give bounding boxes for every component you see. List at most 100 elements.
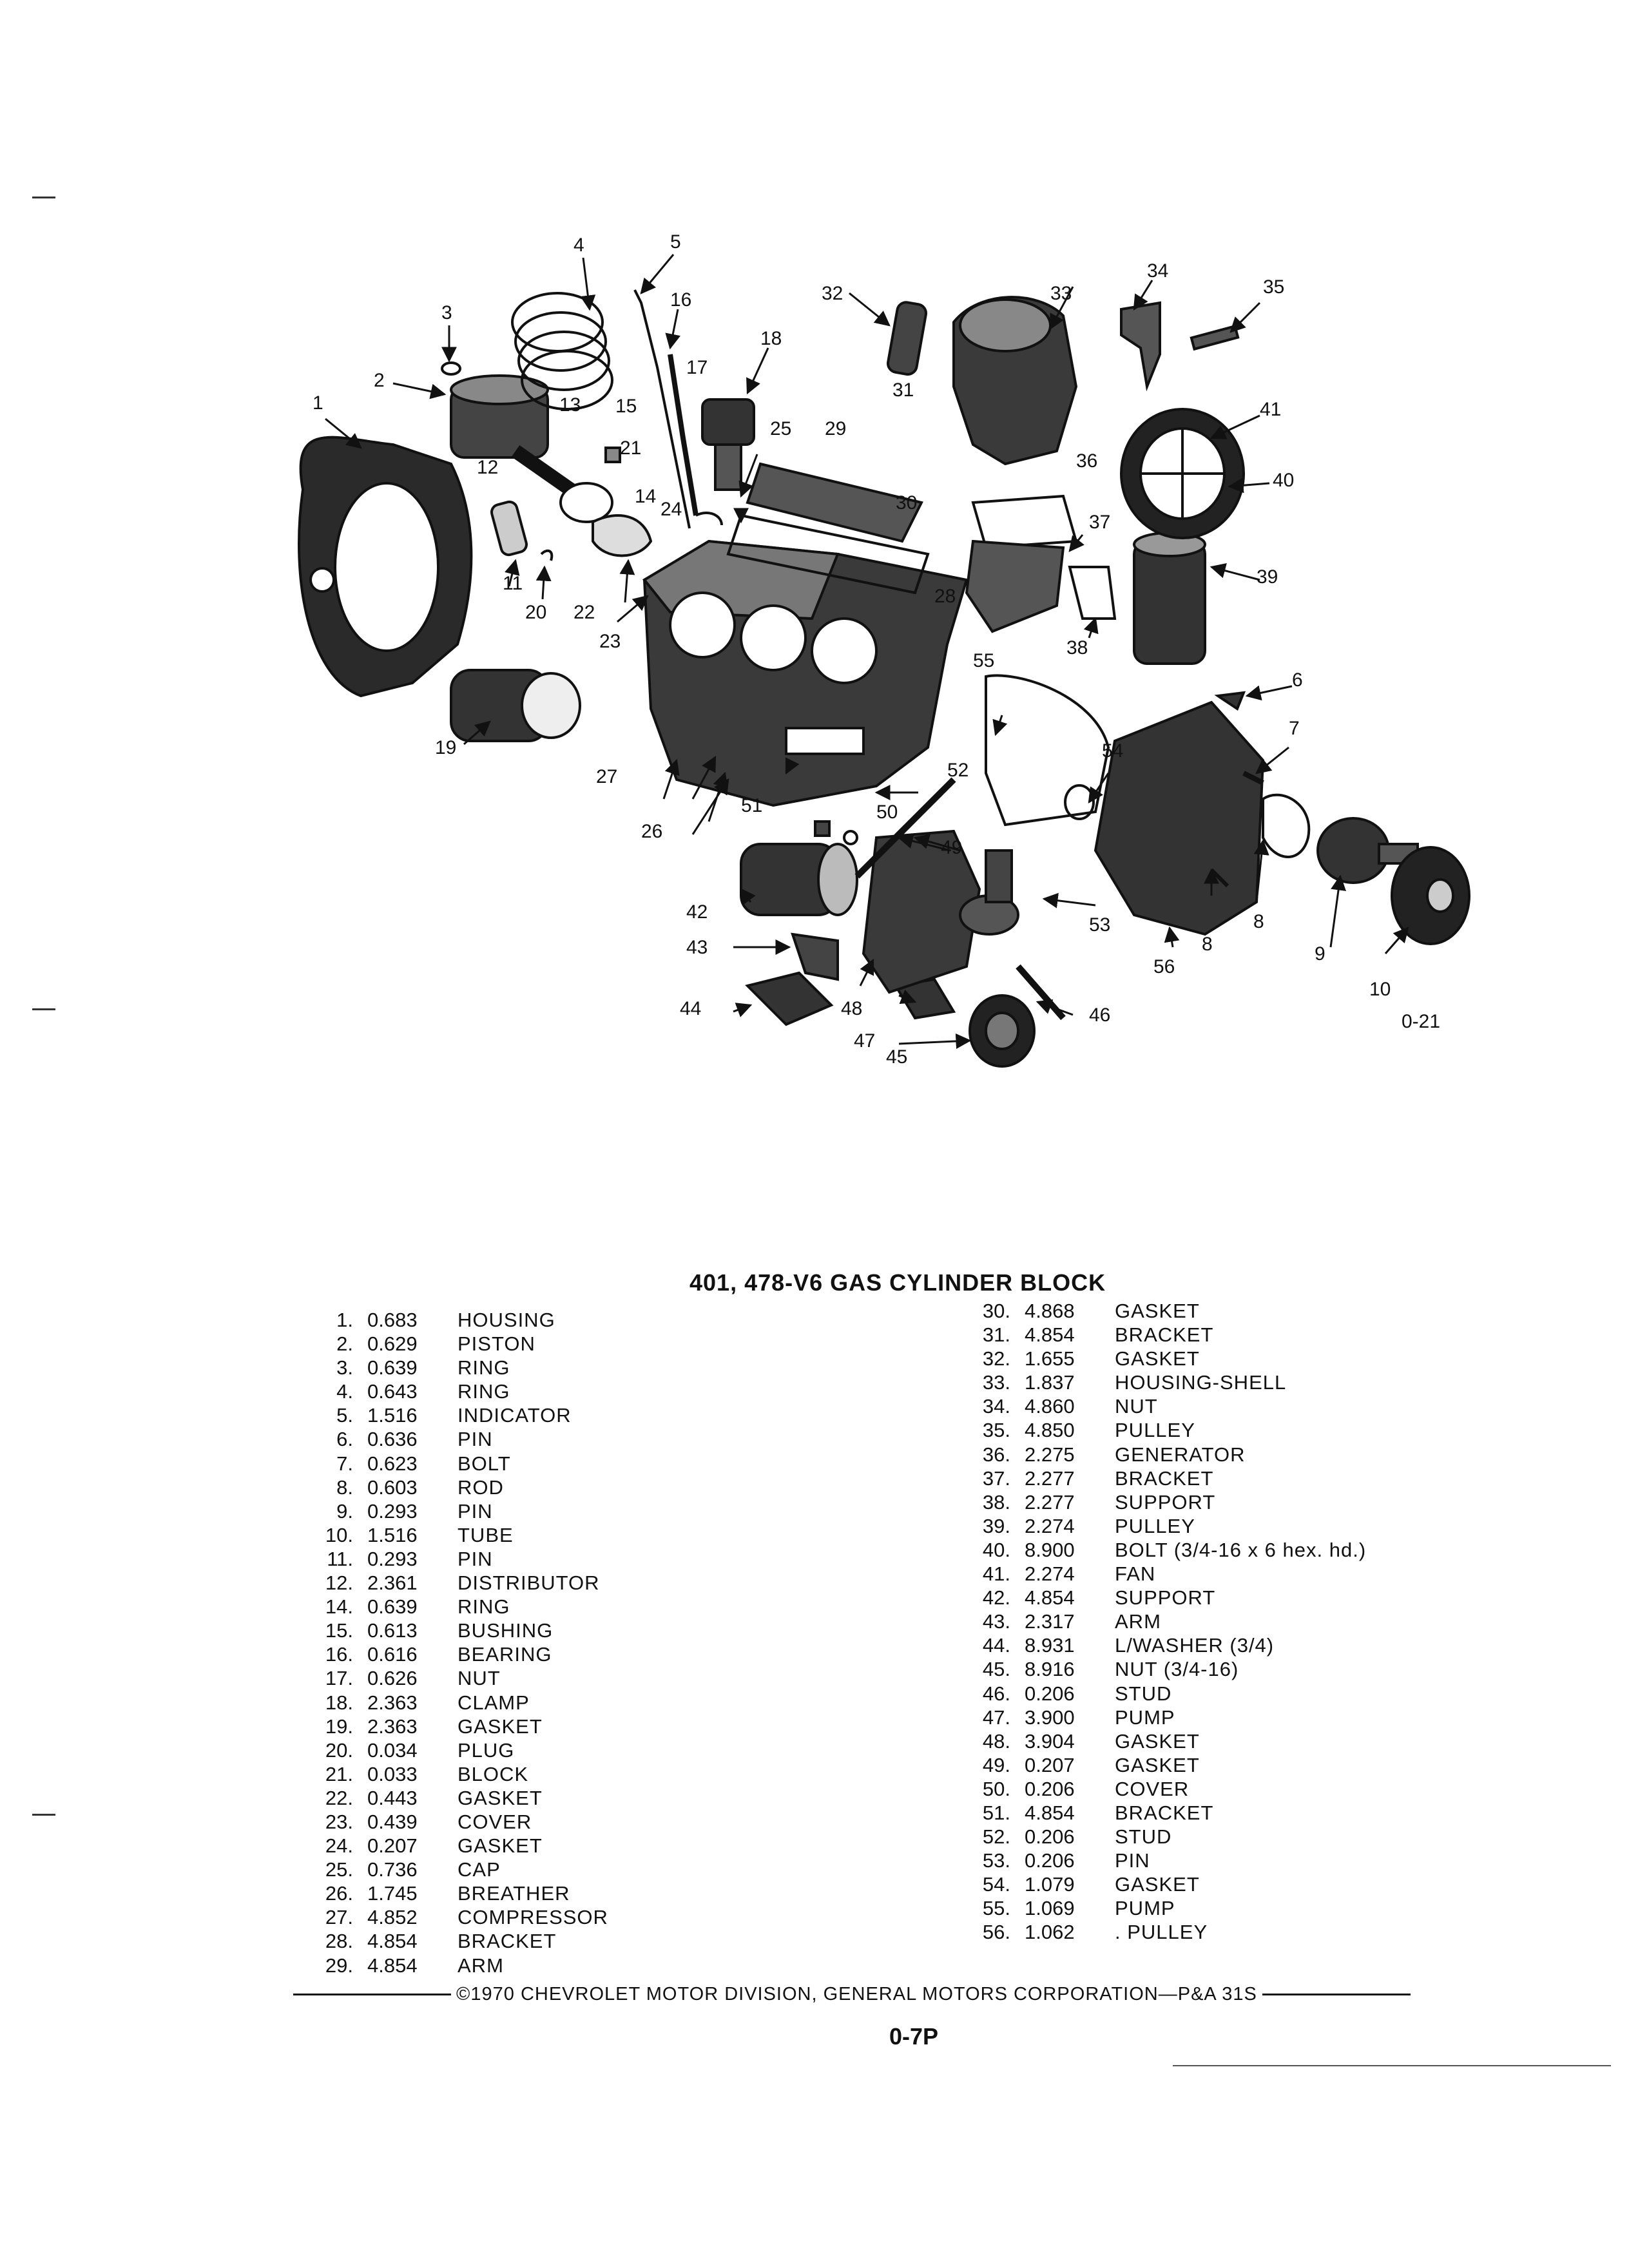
fuel-pump-part [959, 849, 1019, 936]
callout-27: 33 [1050, 283, 1072, 304]
part-description: COMPRESSOR [458, 1906, 608, 1929]
distributor-part [701, 398, 755, 491]
part-number: 31. [982, 1323, 1010, 1347]
callout-56: 10 [1369, 979, 1391, 1000]
part-number: 40. [982, 1538, 1010, 1561]
part-group-code: 2.274 [1025, 1562, 1075, 1586]
compressor-part [952, 296, 1078, 466]
part-description: . PULLEY [1115, 1921, 1208, 1944]
part-number: 52. [982, 1825, 1010, 1849]
callout-6: 11 [503, 573, 523, 594]
part-number: 8. [336, 1475, 353, 1499]
fan-pulley-part [969, 994, 1036, 1068]
part-group-code: 0.293 [367, 1547, 418, 1570]
part-group-code: 4.854 [1025, 1323, 1075, 1347]
oil-filter-housing-part [1133, 532, 1206, 665]
stud-part [1242, 771, 1264, 785]
part-group-code: 3.904 [1025, 1729, 1075, 1753]
part-description: PIN [1115, 1849, 1150, 1872]
part-description: PIN [458, 1499, 493, 1523]
copyright-text: ©1970 CHEVROLET MOTOR DIVISION, GENERAL … [456, 1983, 1257, 2004]
part-number: 21. [325, 1762, 353, 1785]
part-group-code: 0.639 [367, 1356, 418, 1379]
callout-42: 48 [841, 998, 862, 1019]
part-description: SUPPORT [1115, 1586, 1216, 1610]
callout-13: 19 [435, 737, 456, 758]
part-group-code: 0.603 [367, 1475, 418, 1499]
part-description: BRACKET [1115, 1323, 1214, 1347]
part-description: COVER [458, 1810, 532, 1833]
part-number: 6. [336, 1428, 353, 1451]
part-number: 17. [325, 1667, 353, 1690]
part-number: 29. [325, 1954, 353, 1977]
callout-31: 37 [1089, 512, 1110, 533]
front-support-part [862, 829, 981, 994]
part-group-code: 3.900 [1025, 1706, 1075, 1729]
callout-numbers: 1 2 3 4 5 11 12 13 14 15 16 17 18 19 20 … [313, 231, 1440, 1068]
callout-43: 49 [941, 837, 962, 858]
part-description: BRACKET [1115, 1801, 1214, 1824]
part-group-code: 0.293 [367, 1499, 418, 1523]
part-group-code: 4.868 [1025, 1300, 1075, 1322]
callout-29: 35 [1263, 276, 1284, 298]
starter-part [450, 669, 581, 742]
callout-24: 30 [896, 492, 917, 514]
part-description: DISTRIBUTOR [458, 1571, 600, 1595]
part-number: 49. [982, 1753, 1010, 1776]
callout-49: 55 [973, 650, 994, 671]
figure-id: 0-21 [1402, 1011, 1440, 1032]
breather-part [887, 301, 927, 376]
callout-26: 32 [822, 283, 843, 304]
margin-mark [32, 197, 55, 198]
ring-part [441, 361, 461, 376]
part-number: 20. [325, 1738, 353, 1762]
callout-40: 46 [1089, 1004, 1110, 1026]
callout-54: 8 [1253, 911, 1264, 932]
part-number: 53. [982, 1849, 1010, 1872]
part-number: 32. [982, 1347, 1010, 1370]
callout-3: 3 [441, 302, 452, 323]
part-group-code: 8.900 [1025, 1538, 1075, 1561]
part-group-code: 4.860 [1025, 1395, 1075, 1418]
part-group-code: 0.207 [367, 1834, 418, 1858]
compressor-pulley-part [1120, 408, 1245, 539]
part-number: 41. [982, 1562, 1010, 1586]
part-description: NUT [1115, 1395, 1158, 1418]
callout-51: 6 [1292, 669, 1303, 691]
part-description: PLUG [458, 1738, 515, 1762]
part-description: PUMP [1115, 1897, 1175, 1920]
compressor-bracket-part [1120, 301, 1161, 392]
part-description: INDICATOR [458, 1404, 572, 1427]
part-group-code: 1.079 [1025, 1873, 1075, 1896]
callout-16: 22 [574, 602, 595, 623]
callout-8a: 13 [559, 394, 581, 416]
exploded-view-diagram: 1 2 3 4 5 11 12 13 14 15 16 17 18 19 20 … [298, 231, 1470, 1068]
part-group-code: 2.277 [1025, 1466, 1075, 1490]
part-group-code: 0.439 [367, 1810, 418, 1833]
callout-39: 45 [886, 1046, 907, 1068]
water-pump-pulley-part [1391, 846, 1470, 945]
part-group-code: 0.683 [367, 1309, 418, 1331]
part-number: 19. [325, 1715, 353, 1738]
callout-12: 18 [760, 328, 782, 349]
part-number: 36. [982, 1443, 1010, 1466]
part-description: ROD [458, 1475, 504, 1499]
part-description: TUBE [458, 1523, 514, 1546]
callout-52: 7 [1289, 718, 1300, 739]
